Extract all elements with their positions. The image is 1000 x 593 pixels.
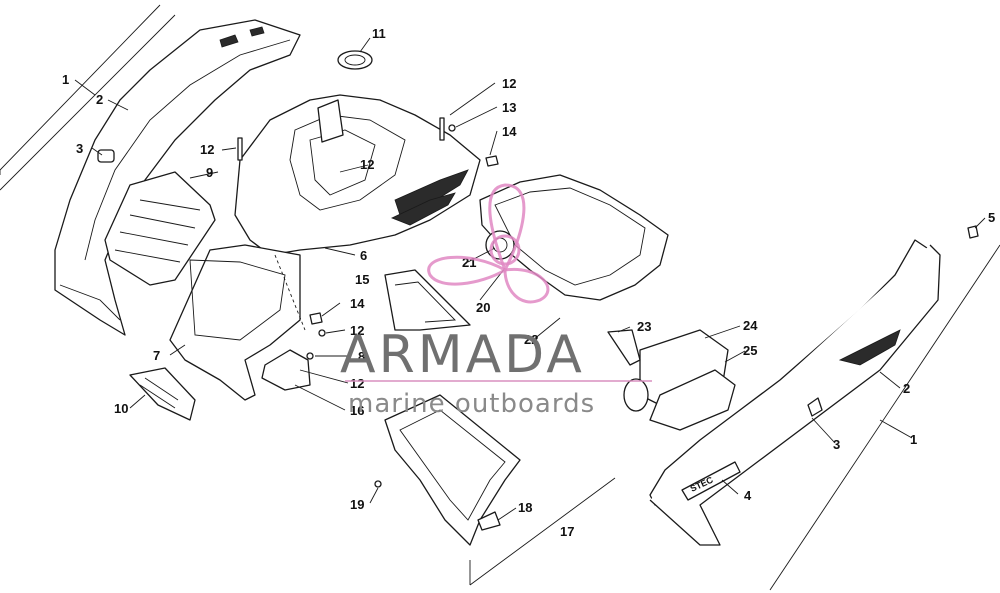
lower-bracket	[384, 394, 616, 586]
bolt-part	[967, 225, 979, 239]
callout-3-right: 3	[833, 437, 840, 452]
callout-2-left: 2	[96, 92, 103, 107]
callout-22: 22	[524, 332, 538, 347]
center-hood	[234, 50, 481, 256]
callout-12-e: 12	[350, 376, 364, 391]
callout-labels: 1 2 3 9 11 12 12 12 12 12 13 14 14 6 15 …	[62, 26, 995, 539]
callout-7: 7	[153, 348, 160, 363]
vent-grille	[104, 171, 216, 286]
leader-lines	[91, 37, 986, 521]
left-side-panel	[54, 19, 301, 336]
callout-5: 5	[988, 210, 995, 225]
canister	[623, 329, 736, 431]
lower-fascia	[129, 244, 301, 421]
callout-15: 15	[355, 272, 369, 287]
watermark-logo	[427, 183, 550, 304]
callout-24: 24	[743, 318, 758, 333]
callout-12-d: 12	[350, 323, 364, 338]
callout-1-left: 1	[62, 72, 69, 87]
callout-23: 23	[637, 319, 651, 334]
watermark-tagline: marine outboards	[348, 389, 595, 419]
watermark-brand: ARMADA	[340, 325, 585, 385]
callout-4: 4	[744, 488, 752, 503]
callout-10: 10	[114, 401, 128, 416]
callout-12-c: 12	[360, 157, 374, 172]
callout-20: 20	[476, 300, 490, 315]
right-clip-part	[807, 397, 823, 417]
callout-14-b: 14	[350, 296, 365, 311]
windscreen	[384, 269, 471, 331]
right-side-panel-group: STEC	[649, 225, 1000, 591]
front-badge	[129, 367, 196, 421]
callout-9: 9	[206, 165, 213, 180]
callout-2-right: 2	[903, 381, 910, 396]
callout-11: 11	[372, 26, 386, 41]
left-side-panel-group	[0, 4, 301, 336]
callout-13: 13	[502, 100, 516, 115]
watermark: ARMADA marine outboards	[340, 183, 652, 419]
callout-1-right: 1	[910, 432, 917, 447]
callout-17: 17	[560, 524, 574, 539]
fasteners	[237, 117, 499, 488]
mounting-bracket	[261, 349, 311, 391]
callout-14-a: 14	[502, 124, 517, 139]
callout-19: 19	[350, 497, 364, 512]
callout-6: 6	[360, 248, 367, 263]
callout-3-left: 3	[76, 141, 83, 156]
side-decal	[681, 461, 741, 501]
callout-18: 18	[518, 500, 532, 515]
left-clip-part	[97, 149, 115, 163]
air-intake-boot	[337, 50, 373, 70]
callout-8: 8	[358, 349, 365, 364]
airbox-tray	[479, 174, 669, 301]
callout-25: 25	[743, 343, 757, 358]
callout-12-b: 12	[502, 76, 516, 91]
callout-12-a: 12	[200, 142, 214, 157]
callout-16: 16	[350, 403, 364, 418]
